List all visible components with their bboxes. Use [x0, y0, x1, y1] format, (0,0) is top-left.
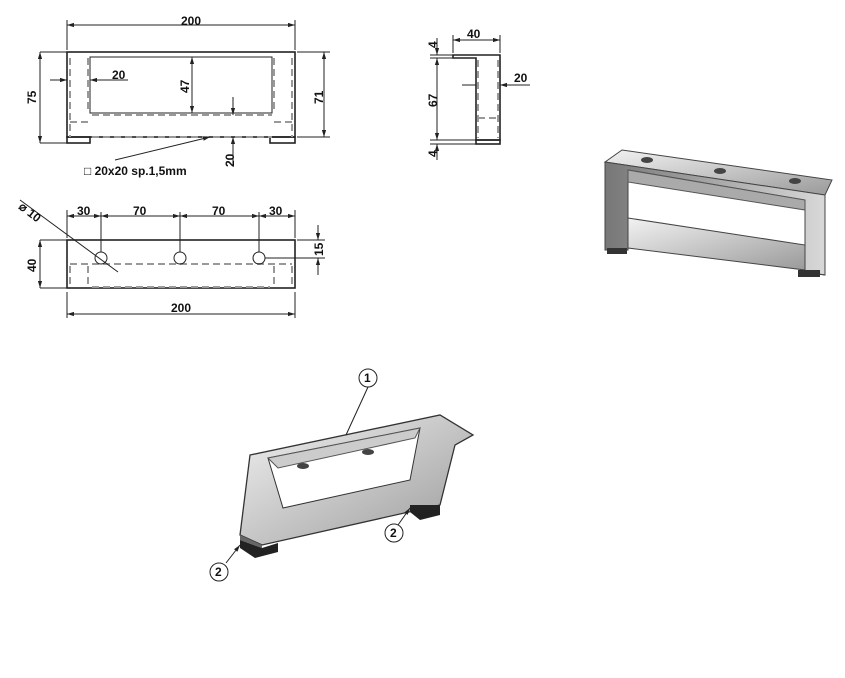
side-view: 40 4 67 4 20 — [426, 27, 530, 160]
dim-70-right: 70 — [212, 204, 226, 218]
dim-30-left: 30 — [77, 204, 91, 218]
top-depth: 40 — [25, 258, 39, 272]
hole-diameter: ⌀ 10 — [16, 199, 44, 225]
hole-offset: 15 — [312, 242, 326, 256]
side-depth: 40 — [467, 27, 481, 41]
balloon-2-left: 2 — [215, 565, 222, 579]
dim-70-left: 70 — [133, 204, 147, 218]
dim-30-right: 30 — [269, 204, 283, 218]
profile-note: □ 20x20 sp.1,5mm — [84, 164, 187, 178]
balloon-1: 1 — [364, 371, 371, 385]
iso-assembly: 1 2 2 — [209, 368, 475, 582]
side-bottom-thk: 4 — [426, 150, 440, 157]
top-view: ⌀ 10 30 70 70 30 40 15 200 — [16, 199, 326, 318]
iso-render — [603, 149, 833, 277]
balloon-2-right: 2 — [390, 526, 397, 540]
dim-height: 75 — [25, 90, 39, 104]
side-top-thk: 4 — [426, 41, 440, 48]
dim-width: 200 — [181, 14, 201, 28]
dim-20-bar: 20 — [223, 153, 237, 167]
top-width: 200 — [171, 301, 191, 315]
side-67: 67 — [426, 93, 440, 107]
dim-20-side: 20 — [112, 68, 126, 82]
side-leg: 20 — [514, 71, 528, 85]
dim-71: 71 — [312, 90, 326, 104]
dim-47: 47 — [178, 79, 192, 93]
front-view: 200 75 71 47 20 20 □ 20x20 sp.1,5mm — [25, 14, 330, 178]
